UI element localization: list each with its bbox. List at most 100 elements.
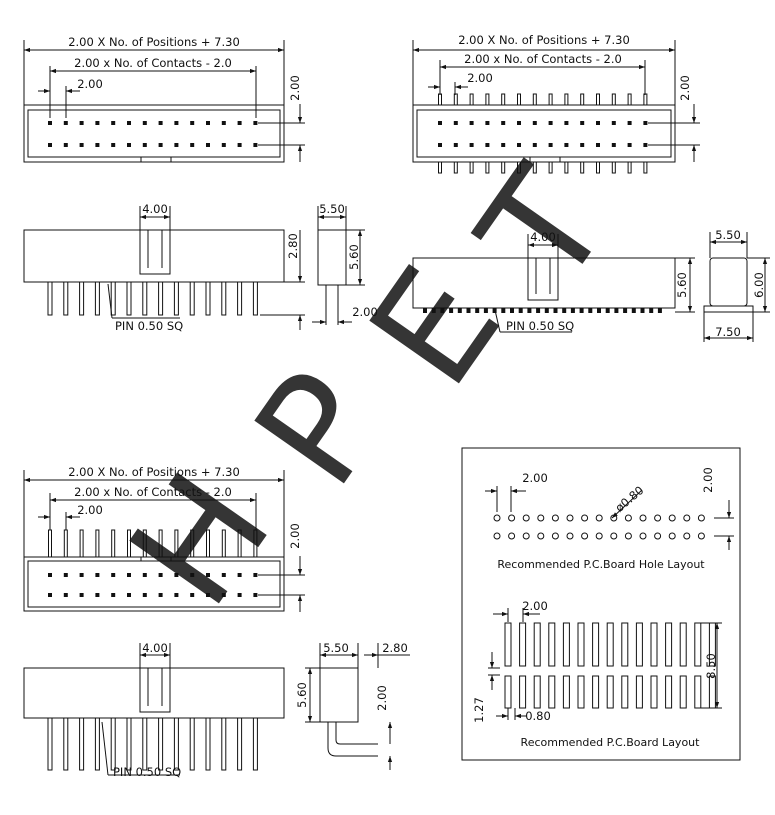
pin-square: [548, 143, 553, 147]
smt-foot: [631, 308, 636, 313]
pin-square: [253, 143, 258, 147]
pin-square: [627, 121, 632, 125]
tl-pitch-label: 2.00: [77, 77, 103, 91]
pcb-hole: [537, 514, 545, 522]
pcb-hole: [654, 514, 662, 522]
smt-foot: [449, 308, 454, 313]
pin-square: [190, 121, 195, 125]
dip-leg: [94, 281, 100, 316]
smt-lead-top: [596, 93, 600, 106]
smt-foot: [483, 308, 488, 313]
pin-square: [206, 121, 210, 125]
pcb-pad: [592, 622, 600, 667]
pcb-hole: [668, 532, 676, 540]
ra-leg: [79, 717, 85, 771]
pin-square: [237, 121, 242, 125]
dip-end-view: [312, 206, 365, 325]
pcb-hole: [522, 514, 530, 522]
ra-leg: [63, 717, 69, 771]
pin-square: [221, 121, 226, 125]
hole-diameter-label: ø0.80: [612, 483, 646, 515]
pcb-hole: [668, 514, 676, 522]
pin-square: [79, 143, 84, 147]
smt-foot: [640, 308, 645, 313]
pcb-hole: [551, 514, 559, 522]
dip-leg: [158, 281, 164, 316]
ra-leg: [189, 717, 195, 771]
pin-square: [111, 121, 116, 125]
dip-end-height-label: 5.60: [347, 244, 361, 270]
top-left-pin-grid: [48, 121, 258, 147]
smt-lead-bottom: [596, 161, 600, 174]
smt-foot: [649, 308, 654, 313]
pcb-hole: [581, 514, 589, 522]
pin-square: [63, 573, 68, 577]
pcb-pad: [635, 622, 643, 667]
pin-square: [127, 121, 131, 125]
smt-end-height-label: 6.00: [752, 272, 766, 298]
pad-layout-caption: Recommended P.C.Board Layout: [521, 736, 701, 749]
pin-square: [158, 121, 163, 125]
pin-square: [611, 121, 616, 125]
pin-square: [127, 593, 131, 597]
smt-lead-top: [532, 93, 537, 106]
smt-foot: [605, 308, 610, 313]
smt-lead-top: [564, 93, 569, 106]
pcb-pad: [577, 675, 585, 709]
pcb-pad: [650, 675, 658, 709]
pcb-hole: [610, 532, 618, 540]
pcb-pad: [665, 622, 673, 667]
ra-leg: [47, 717, 53, 771]
pad-width-label: 0.80: [525, 709, 551, 723]
ra-leg: [110, 717, 116, 771]
smt-lead-bottom: [469, 161, 474, 174]
pin-square: [127, 573, 131, 577]
pin-square: [158, 143, 163, 147]
pcb-hole: [624, 532, 632, 540]
top-right-pin-grid: [438, 93, 648, 174]
pcb-pad: [621, 675, 629, 709]
smt-key-width-label: 4.00: [530, 230, 556, 244]
pin-square: [48, 143, 52, 147]
pin-square: [453, 143, 458, 147]
ra-pin-label: PIN 0.50 SQ: [113, 765, 181, 779]
smt-foot: [475, 308, 480, 313]
pcb-pad: [665, 675, 673, 709]
smt-foot: [579, 308, 584, 313]
smt-lead-top: [611, 93, 616, 106]
pin-square: [643, 121, 648, 125]
smt-foot: [423, 308, 427, 313]
pin-square: [174, 121, 179, 125]
ra-leg: [94, 717, 100, 771]
dip-pin-label: PIN 0.50 SQ: [115, 319, 183, 333]
ra-end-width-label: 5.50: [323, 641, 349, 655]
ra-pin-top: [142, 529, 147, 558]
pin-square: [48, 573, 52, 577]
pin-square: [469, 143, 474, 147]
pin-square: [532, 121, 537, 125]
pcb-hole: [595, 532, 603, 540]
pin-square: [237, 143, 242, 147]
smt-foot: [457, 308, 462, 313]
smt-foot: [623, 308, 628, 313]
smt-side-view: [412, 234, 695, 333]
pcb-pad: [548, 675, 556, 709]
pin-square: [438, 121, 442, 125]
pad-span-label: 8.50: [704, 653, 718, 679]
dip-side-view: [23, 206, 305, 330]
smt-lead-bottom: [580, 161, 585, 174]
pcb-pad: [533, 675, 541, 709]
smt-foot: [614, 308, 619, 313]
pcb-pad: [679, 675, 687, 709]
smt-pin-label: PIN 0.50 SQ: [506, 319, 574, 333]
pin-square: [79, 121, 84, 125]
pin-square: [564, 143, 569, 147]
smt-lead-bottom: [611, 161, 616, 174]
pin-square: [643, 143, 648, 147]
pin-square: [111, 593, 116, 597]
ra-pin-top: [221, 529, 226, 558]
pcb-hole: [566, 514, 574, 522]
smt-foot: [588, 308, 593, 313]
smt-lead-top: [501, 93, 506, 106]
ra-end-height-label: 5.60: [295, 682, 309, 708]
